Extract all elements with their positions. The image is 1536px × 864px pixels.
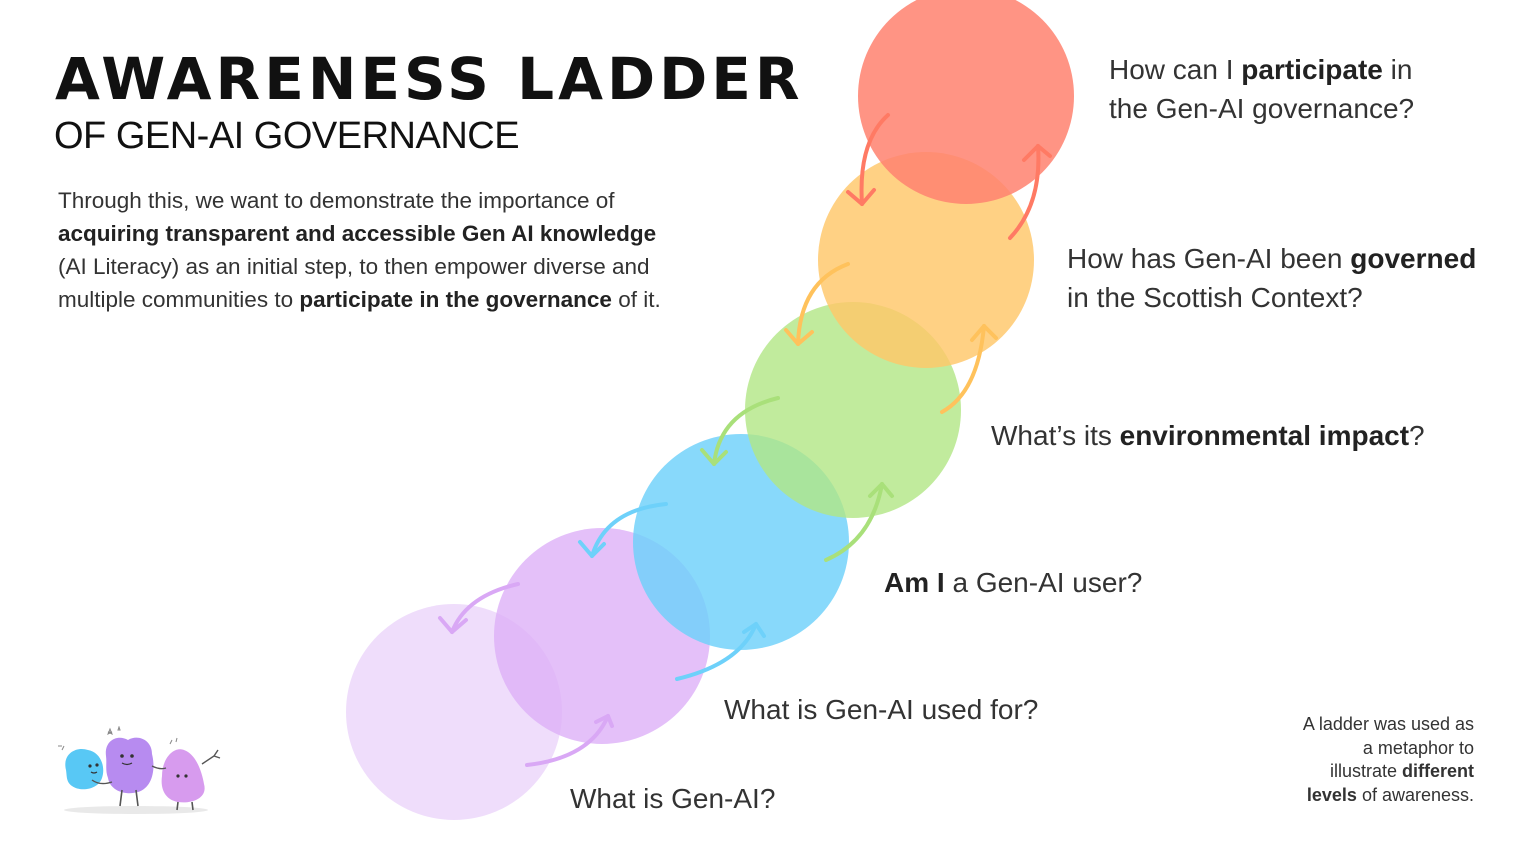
level-1-label: What is Gen-AI? [570,779,775,818]
level-1-text: What is Gen-AI? [570,783,776,814]
level-3-text: a Gen-AI user? [944,567,1143,598]
footnote-bold-1: different [1402,761,1474,781]
level-5-label: How has Gen-AI been governed in the Scott… [1067,239,1476,317]
level-6-bold: participate [1241,54,1383,85]
level-6-text-line2: the Gen-AI governance? [1109,93,1415,124]
level-5-circle [818,152,1034,368]
curved-arrow-up-icon [824,482,894,562]
level-2-label: What is Gen-AI used for? [724,690,1038,729]
footnote-line-2: a metaphor to [1362,737,1474,758]
level-6-text-end: in [1382,54,1413,85]
level-2-text: What is Gen-AI used for? [724,694,1039,725]
level-6-text: How can I [1109,54,1242,85]
footnote-line-3: illustrate [1329,761,1402,781]
intro-paragraph: Through this, we want to demonstrate the… [58,184,668,316]
intro-text-2: (AI Literacy) as an initial step, to the… [58,254,650,312]
level-3-label: Am I a Gen-AI user? [884,563,1142,602]
level-5-bold: governed [1350,243,1477,274]
curved-arrow-down-icon [846,113,890,206]
intro-bold-1: acquiring transparent and accessible Gen… [58,221,657,246]
level-4-text: What’s its [991,420,1120,451]
intro-text-1: Through this, we want to demonstrate the… [58,188,615,213]
curved-arrow-down-icon [578,502,668,558]
curved-arrow-down-icon [438,582,520,634]
level-4-text-end: ? [1409,420,1425,451]
footnote: A ladder was used as a metaphor to illus… [1250,713,1474,807]
footnote-line-1: A ladder was used as [1302,714,1474,734]
level-4-label: What’s its environmental impact? [991,416,1425,455]
curved-arrow-up-icon [940,324,998,414]
level-3-bold: Am I [884,567,945,598]
level-4-bold: environmental impact [1119,420,1410,451]
footnote-line-4: of awareness. [1356,784,1474,805]
page-subtitle: OF GEN-AI GOVERNANCE [54,115,520,157]
curved-arrow-up-icon [675,622,766,681]
curved-arrow-up-icon [525,714,614,767]
curved-arrow-down-icon [784,262,850,346]
page-title: AWARENESS LADDER [55,45,804,113]
level-5-text: How has Gen-AI been [1067,243,1351,274]
level-6-circle [858,0,1074,204]
level-5-text-line2: in the Scottish Context? [1067,282,1363,313]
level-6-label: How can I participate in the Gen-AI gover… [1109,50,1414,128]
curved-arrow-down-icon [700,396,780,466]
intro-text-3: of it. [611,287,661,312]
curved-arrow-up-icon [1008,144,1052,240]
footnote-bold-2: levels [1306,784,1357,805]
mascot-characters-illustration [58,726,221,814]
intro-bold-2: participate in the governance [299,287,612,312]
